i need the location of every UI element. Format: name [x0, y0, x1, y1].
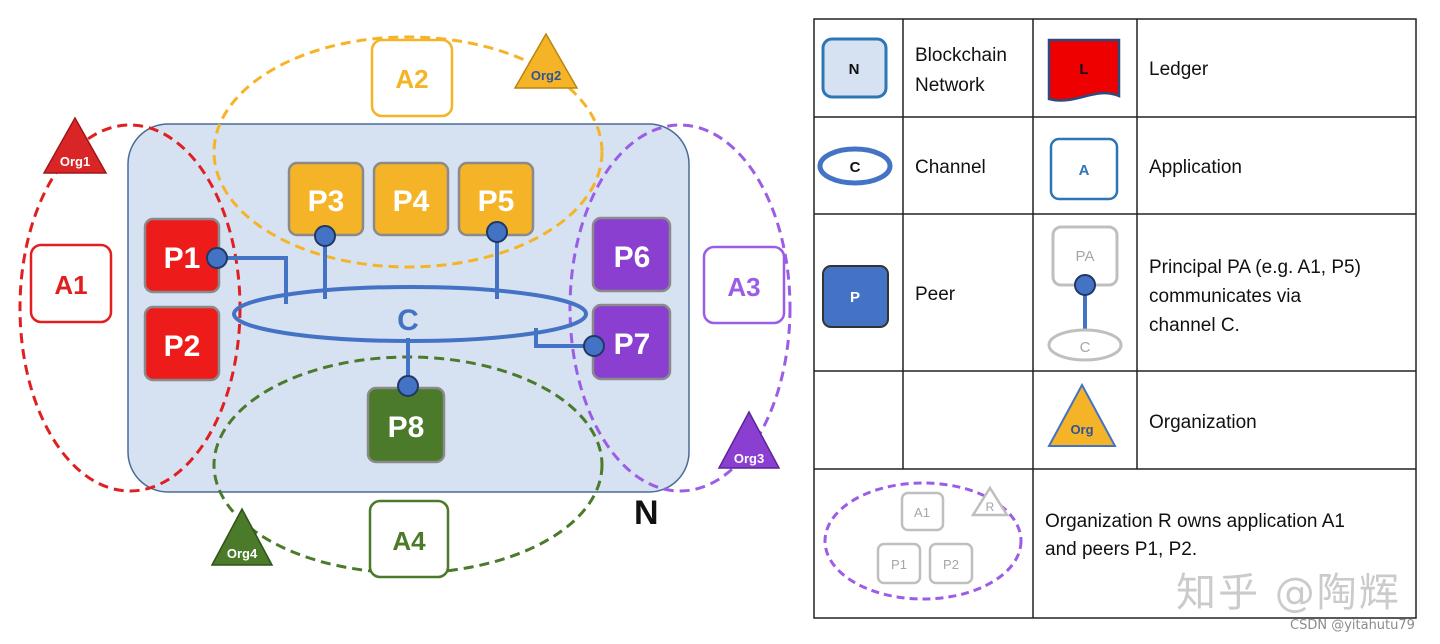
org4-label: Org4 [227, 546, 258, 561]
legend-principal-icon: PA C [1047, 225, 1123, 362]
legend-principal-label-line3: channel C. [1149, 315, 1240, 336]
legend-application-icon: A [1049, 137, 1119, 201]
application-a3: A3 [702, 245, 786, 325]
peer-p3: P3 [287, 161, 365, 237]
peer-p4-label: P4 [393, 185, 430, 218]
legend-network-icon: N [821, 37, 888, 99]
peer-p8: P8 [366, 386, 446, 464]
peer-p8-label: P8 [388, 411, 425, 444]
channel-label: C [397, 304, 419, 337]
peer-p6: P6 [591, 216, 672, 293]
application-a2-label: A2 [395, 64, 428, 94]
application-a1: A1 [29, 243, 113, 324]
legend-ledger-icon: L [1047, 38, 1121, 102]
legend-channel-icon-text: C [850, 159, 861, 176]
channel-connection-dots [206, 221, 605, 397]
application-a4-label: A4 [392, 526, 426, 556]
legend-network-label-line1: Blockchain [915, 45, 1007, 66]
peer-p6-label: P6 [614, 241, 651, 274]
org2-boundary [212, 35, 604, 269]
legend-peer-icon-text: P [850, 289, 860, 306]
legend-ownership-org: R [986, 500, 995, 514]
peer-p1: P1 [143, 217, 221, 294]
legend-peer-icon: P [822, 265, 889, 328]
legend-channel-label: Channel [915, 157, 986, 178]
org1-label: Org1 [60, 154, 90, 169]
legend-principal-label-line2: communicates via [1149, 286, 1301, 307]
org2-label: Org2 [531, 68, 561, 83]
legend-ownership-peer1: P1 [891, 557, 907, 572]
legend-principal-icon-top: PA [1076, 248, 1095, 265]
application-a2: A2 [370, 38, 454, 118]
blockchain-network-box [127, 123, 690, 493]
org3-boundary [568, 123, 792, 493]
watermark: 知乎 @陶辉 [1176, 570, 1401, 616]
peer-p1-label: P1 [164, 242, 201, 275]
legend-ledger-icon-text: L [1079, 61, 1088, 78]
legend-application-icon-text: A [1079, 162, 1090, 179]
legend-table [813, 18, 1417, 619]
peer-p7: P7 [591, 303, 672, 381]
legend-peer-label: Peer [915, 284, 956, 305]
org2-triangle-icon: Org2 [513, 32, 579, 89]
network-label: N [634, 494, 659, 532]
peer-p4: P4 [372, 161, 450, 237]
peer-p5: P5 [457, 161, 535, 237]
legend-channel-icon: C [817, 146, 893, 186]
org1-triangle-icon: Org1 [42, 116, 108, 174]
credit-text: CSDN @yitahutu79 [1290, 618, 1415, 633]
application-a1-label: A1 [54, 270, 87, 300]
legend-ownership-app: A1 [914, 505, 930, 520]
peer-p3-label: P3 [308, 185, 345, 218]
channel-c [232, 285, 588, 343]
legend-network-label-line2: Network [915, 75, 985, 96]
peer-p2-label: P2 [164, 330, 201, 363]
legend-application-label: Application [1149, 157, 1242, 178]
legend-principal-icon-bottom: C [1080, 339, 1091, 356]
legend-organization-icon: Org [1047, 382, 1117, 447]
legend-organization-icon-text: Org [1070, 422, 1093, 437]
peer-p7-label: P7 [614, 328, 651, 361]
legend-ownership-icon: A1 R P1 P2 [823, 481, 1023, 601]
application-a4: A4 [368, 499, 450, 579]
org3-triangle-icon: Org3 [717, 410, 781, 469]
legend-ownership-peer2: P2 [943, 557, 959, 572]
peer-p5-label: P5 [478, 185, 515, 218]
legend-ownership-label-line2: and peers P1, P2. [1045, 539, 1197, 560]
peer-p2: P2 [143, 305, 221, 382]
legend-ledger-label: Ledger [1149, 59, 1209, 80]
org3-label: Org3 [734, 451, 764, 466]
legend-principal-label-line1: Principal PA (e.g. A1, P5) [1149, 257, 1361, 278]
legend-organization-label: Organization [1149, 412, 1257, 433]
org4-triangle-icon: Org4 [210, 507, 274, 566]
legend-network-icon-text: N [849, 61, 860, 78]
application-a3-label: A3 [727, 272, 760, 302]
legend-ownership-label-line1: Organization R owns application A1 [1045, 511, 1345, 532]
